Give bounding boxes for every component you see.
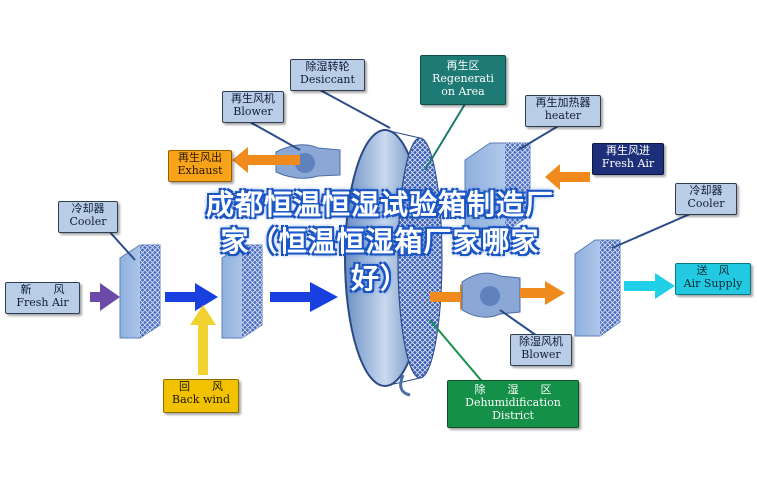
fresh-air-label: 新 风 Fresh Air	[5, 282, 80, 314]
left-cooler-unit	[119, 244, 161, 339]
regen-fresh-arrow	[545, 164, 590, 190]
dehum-district-label-cn: 除 湿 区	[474, 383, 552, 396]
process-air-arrow-1	[165, 283, 218, 311]
regen-blower-label-en: Blower	[233, 105, 273, 118]
regen-fresh-air-label-cn: 再生风进	[606, 144, 650, 157]
back-wind-label-en: Back wind	[171, 393, 231, 406]
back-wind-label: 回 风 Back wind	[163, 379, 239, 413]
cooler-right-label: 冷却器 Cooler	[675, 183, 737, 215]
fresh-air-arrow	[90, 283, 120, 311]
air-supply-label: 送 风 Air Supply	[675, 263, 751, 295]
air-supply-arrow	[624, 273, 675, 299]
regen-blower-label: 再生风机 Blower	[222, 91, 284, 123]
dehum-blower-label-en: Blower	[521, 348, 561, 361]
cooler-right-label-cn: 冷却器	[689, 184, 723, 197]
regen-blower-label-cn: 再生风机	[231, 92, 275, 105]
process-air-arrow-2	[270, 282, 338, 312]
regen-area-label: 再生区 Regenerati on Area	[420, 55, 506, 105]
regen-fresh-air-label: 再生风进 Fresh Air	[592, 143, 664, 175]
regen-area-label-en2: on Area	[441, 85, 485, 98]
overlay-line-1: 成都恒温恒湿试验箱制造厂	[205, 188, 554, 221]
leader-lines	[107, 89, 691, 386]
dehum-district-label: 除 湿 区 Dehumidification District	[447, 380, 579, 428]
desiccant-label-en: Desiccant	[300, 73, 355, 86]
back-wind-arrow	[190, 305, 216, 375]
cooler-left-label: 冷却器 Cooler	[58, 201, 118, 233]
supply-arrow-1	[520, 281, 565, 305]
air-supply-label-cn: 送 风	[696, 264, 730, 277]
cooler-right-label-en: Cooler	[687, 197, 725, 210]
dehum-district-label-en1: Dehumidification	[465, 396, 561, 409]
right-cooler-unit	[574, 239, 621, 337]
drive-belt	[399, 374, 411, 397]
second-cooler-unit	[221, 244, 263, 339]
cooler-left-label-en: Cooler	[69, 215, 107, 228]
regen-exhaust-label-en: Exhaust	[177, 164, 223, 177]
overlay-line-2: 家（恒温恒湿箱厂家哪家	[220, 225, 540, 258]
regen-exhaust-label-cn: 再生风出	[178, 151, 222, 164]
regen-area-label-cn: 再生区	[446, 59, 480, 72]
overlay-headline: 成都恒温恒湿试验箱制造厂 家（恒温恒湿箱厂家哪家 好）	[100, 186, 660, 297]
cooler-left-label-cn: 冷却器	[71, 202, 105, 215]
desiccant-label-cn: 除湿转轮	[305, 60, 350, 73]
exhaust-arrow	[232, 147, 300, 173]
regen-heater-label-en: heater	[544, 109, 582, 122]
dehum-blower-shape	[461, 272, 521, 318]
regen-fresh-air-label-en: Fresh Air	[601, 157, 655, 170]
overlay-line-3: 好）	[350, 262, 409, 295]
regen-heater-label-cn: 再生加热器	[535, 96, 591, 109]
desiccant-label: 除湿转轮 Desiccant	[290, 59, 365, 91]
dehum-blower-label: 除湿风机 Blower	[510, 334, 572, 366]
regen-area-label-en1: Regenerati	[432, 72, 494, 85]
regen-exhaust-label: 再生风出 Exhaust	[168, 150, 232, 182]
fresh-air-label-en: Fresh Air	[16, 296, 69, 309]
regen-heater-label: 再生加热器 heater	[525, 95, 601, 127]
dehum-blower-label-cn: 除湿风机	[519, 335, 563, 348]
back-wind-label-cn: 回 风	[179, 380, 223, 393]
desiccant-wheel	[344, 129, 443, 387]
regen-heater-unit	[464, 142, 531, 233]
air-supply-label-en: Air Supply	[683, 277, 743, 290]
fresh-air-label-cn: 新 风	[20, 283, 65, 296]
dehum-district-label-en2: District	[492, 409, 534, 422]
